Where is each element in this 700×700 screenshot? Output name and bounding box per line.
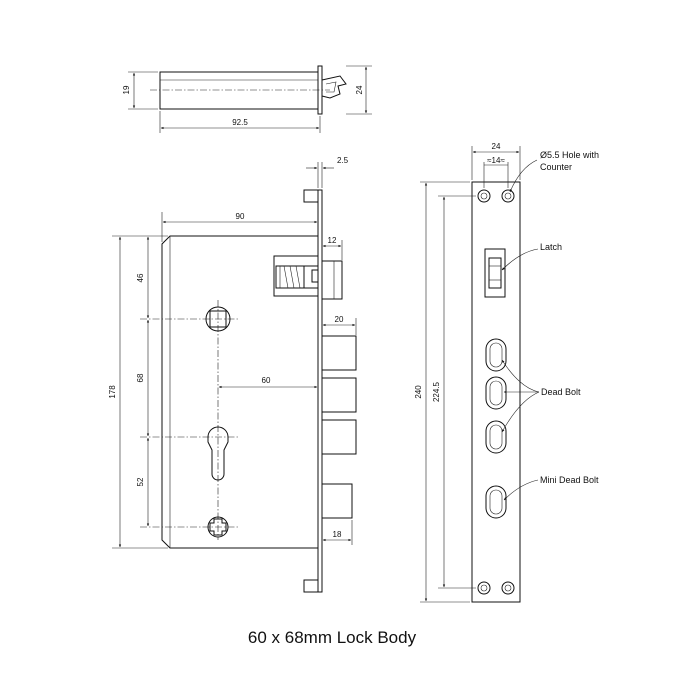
faceplate-screw-holes [477,189,515,595]
top-view: 19 24 92.5 [122,65,372,133]
dim-spindle-to-cylinder: 68 [136,373,145,382]
callout-dead-bolt: Dead Bolt [541,387,581,397]
spindle-hub [205,306,231,332]
mini-dead-bolt [321,483,353,519]
dim-faceplate-thickness: 2.5 [337,156,349,165]
dim-top-height: 19 [122,85,131,94]
dim-faceplate-length: 240 [414,385,423,399]
drawing-caption: 60 x 68mm Lock Body [248,628,417,647]
dead-bolt-slot-1 [485,338,507,372]
callout-hole-line2: Counter [540,162,572,172]
lock-case [161,235,319,549]
dim-top-latch: 24 [355,85,364,94]
cylinder-hole [207,426,229,481]
dim-top-length: 92.5 [232,118,248,127]
mini-dead-bolt-slot [485,485,507,519]
dead-bolt-slot-3 [485,420,507,454]
faceplate-view: 24 ≈14≈ 240 224.5 Ø5.5 Hole with Counter… [414,142,599,603]
dim-bolt-projection: 20 [335,315,344,324]
dim-spindle-to-top: 46 [136,273,145,282]
dead-bolt-slot-2 [485,376,507,410]
dim-hole-length: 224.5 [432,381,441,402]
front-view: 2.5 90 12 20 178 46 68 52 60 18 [108,156,357,593]
callout-latch: Latch [540,242,562,252]
dim-total-height: 178 [108,385,117,399]
dim-cylinder-to-screw: 52 [136,477,145,486]
faceplate-latch-window [484,248,506,298]
front-faceplate [317,189,323,593]
callout-mini-dead-bolt: Mini Dead Bolt [540,475,599,485]
top-view-latch [321,75,347,99]
dead-bolt-2 [321,377,357,413]
top-view-faceplate [317,65,323,115]
dim-backset: 60 [262,376,271,385]
latch-bolt [273,255,343,300]
dim-faceplate-width: 24 [492,142,501,151]
bottom-screw [207,516,229,538]
top-view-body [159,71,319,110]
dim-mini-bolt: 18 [333,530,342,539]
dead-bolt-1 [321,335,357,371]
dead-bolt-3 [321,419,357,455]
callout-hole-line1: Ø5.5 Hole with [540,150,599,160]
dim-latch-projection: 12 [328,236,337,245]
dim-backset-width: 90 [236,212,245,221]
dim-hole-spacing: ≈14≈ [487,156,505,165]
